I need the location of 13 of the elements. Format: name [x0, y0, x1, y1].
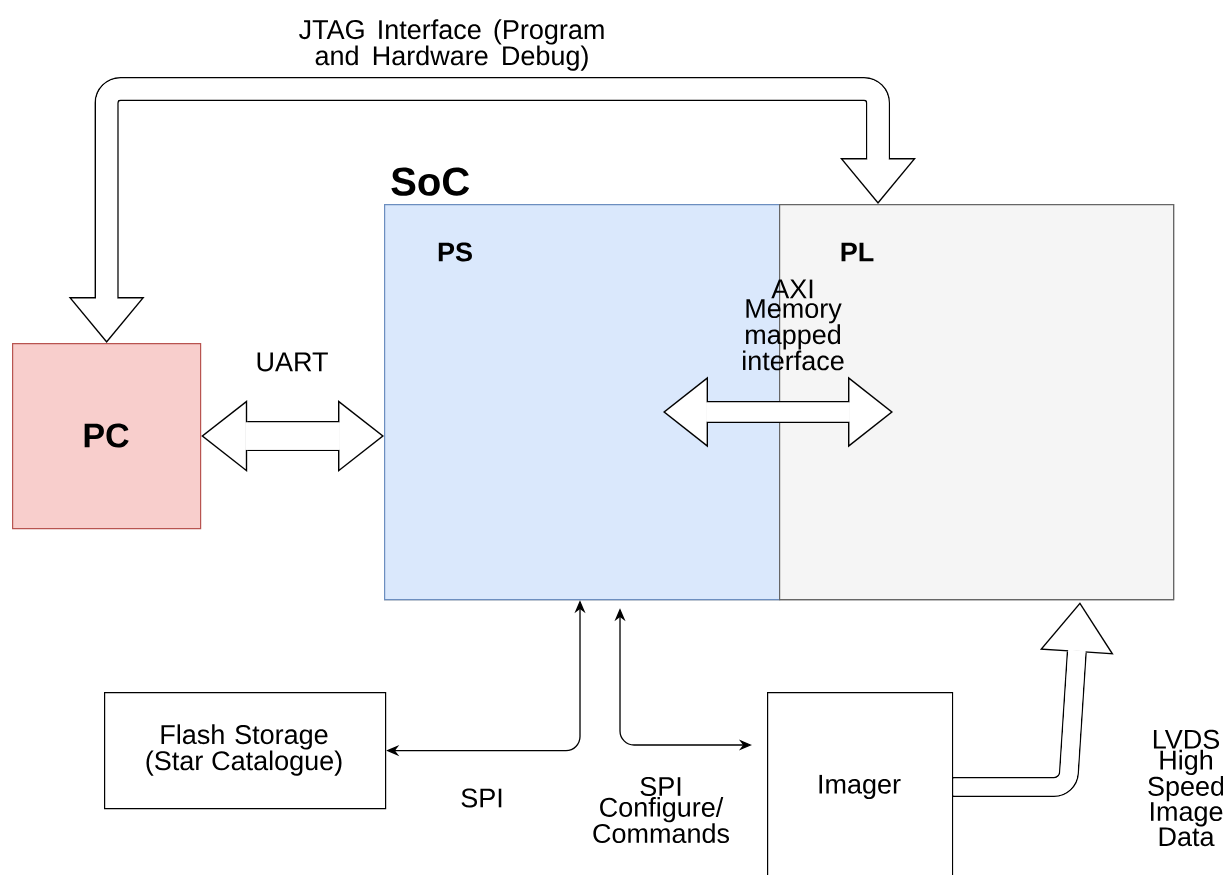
edge-label: SPI Configure/ Commands: [593, 776, 730, 844]
block-arrow: [201, 400, 384, 473]
edge-label: LVDS High Speed Image Data: [1148, 729, 1223, 847]
block-arrow: [68, 77, 916, 343]
edge-label: SPI: [461, 788, 502, 808]
node-label: SoC: [391, 167, 470, 196]
block-box: Imager: [767, 692, 954, 875]
block-box: PC: [12, 343, 202, 530]
block-box: Flash Storage (Star Catalogue): [104, 692, 387, 810]
block-arrow: [663, 376, 893, 448]
edge-label: JTAG Interface (Program and Hardware Debug): [299, 19, 604, 71]
edge-label: UART: [257, 352, 328, 372]
block-arrow: [952, 602, 1114, 797]
